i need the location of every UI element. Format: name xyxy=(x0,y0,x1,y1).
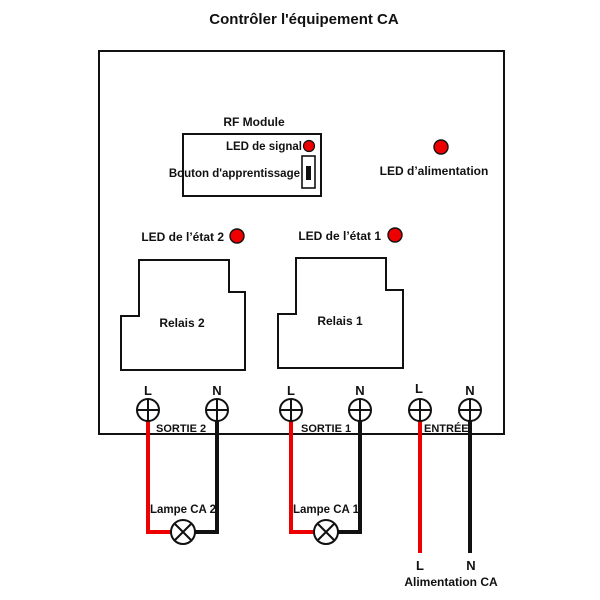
supply-label: Alimentation CA xyxy=(404,575,498,589)
lamp-2-icon xyxy=(170,519,196,545)
wire-out2-live xyxy=(146,418,172,534)
lamp-2-label: Lampe CA 2 xyxy=(150,504,216,516)
terminal-out2-n-label: N xyxy=(212,383,221,398)
relay-2-shape xyxy=(120,259,246,371)
status-led-1-label: LED de l’état 1 xyxy=(298,229,381,243)
terminal-in-n-screw-icon xyxy=(458,398,482,422)
terminal-out2-l-label: L xyxy=(144,383,152,398)
wires xyxy=(146,418,472,553)
learn-button[interactable] xyxy=(301,155,316,189)
supply-l-label: L xyxy=(416,558,424,573)
power-led-icon xyxy=(433,139,449,155)
terminals xyxy=(136,398,482,422)
terminal-out1-n-label: N xyxy=(355,383,364,398)
power-led-label: LED d’alimentation xyxy=(380,164,489,178)
status-led-1-icon xyxy=(387,227,403,243)
wire-out1-neutral xyxy=(337,418,362,534)
rf-module-title: RF Module xyxy=(223,115,285,129)
wire-out1-live xyxy=(289,418,315,534)
terminal-out1-n-screw-icon xyxy=(348,398,372,422)
diagram-title: Contrôler l'équipement CA xyxy=(209,11,399,28)
signal-led-label: LED de signal xyxy=(226,141,302,153)
terminal-in-l-label: L xyxy=(415,381,423,396)
lamp-1-icon xyxy=(313,519,339,545)
wire-out2-neutral xyxy=(194,418,219,534)
lamp-1-label: Lampe CA 1 xyxy=(293,504,360,516)
relay-1-label: Relais 1 xyxy=(317,314,363,328)
terminal-out2-l-screw-icon xyxy=(136,398,160,422)
signal-led-icon xyxy=(302,139,316,153)
terminal-in-l-screw-icon xyxy=(408,398,432,422)
output-1-label: SORTIE 1 xyxy=(301,423,351,435)
status-led-2-label: LED de l’état 2 xyxy=(141,230,224,244)
terminal-out2-n-screw-icon xyxy=(205,398,229,422)
learn-button-label: Bouton d'apprentissage xyxy=(169,168,300,180)
output-2-label: SORTIE 2 xyxy=(156,423,206,435)
relay-2-label: Relais 2 xyxy=(159,316,205,330)
terminal-out1-l-label: L xyxy=(287,383,295,398)
status-led-2-icon xyxy=(229,228,245,244)
terminal-out1-l-screw-icon xyxy=(279,398,303,422)
input-label: ENTRÉE xyxy=(424,422,469,435)
rf-module-box xyxy=(182,133,322,197)
supply-n-label: N xyxy=(466,558,475,573)
relay-1-shape xyxy=(277,257,404,369)
terminal-in-n-label: N xyxy=(465,383,474,398)
